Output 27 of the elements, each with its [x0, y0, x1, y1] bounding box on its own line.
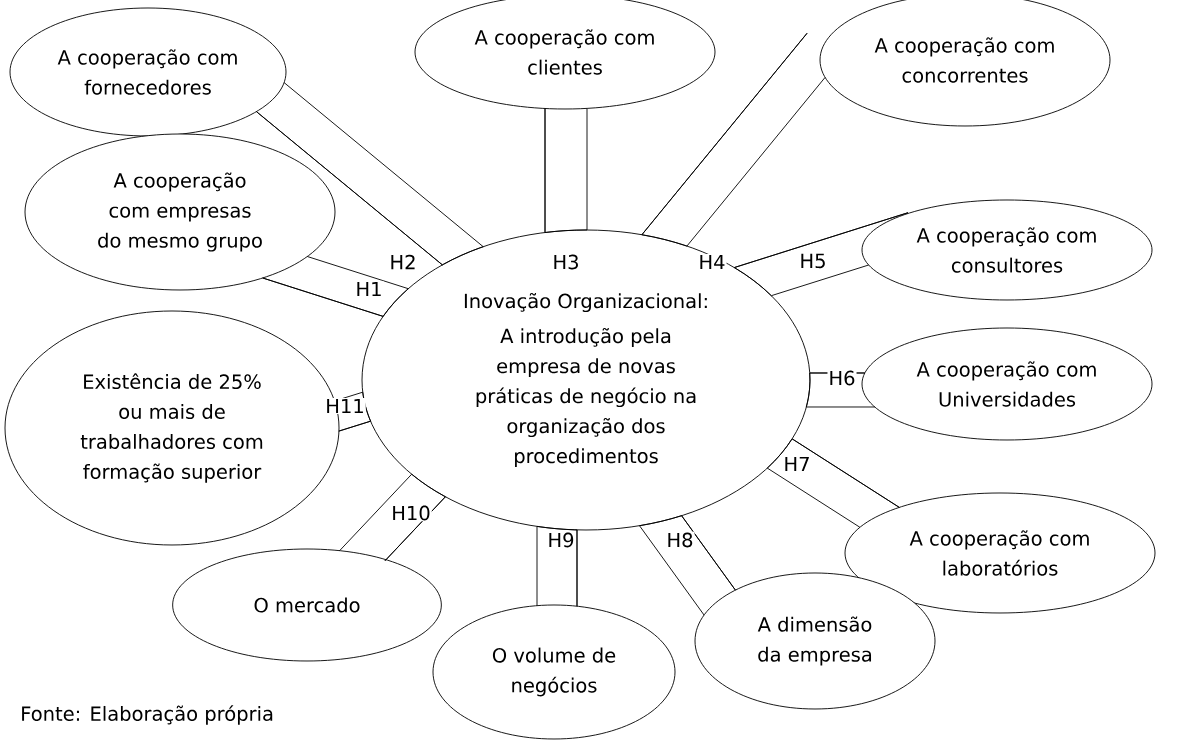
edge-label: H9 [546, 531, 576, 549]
edge-label: H1 [354, 280, 384, 298]
double-line [733, 212, 909, 297]
double-line [262, 256, 409, 317]
double-line [338, 473, 446, 562]
edge-label: H7 [782, 455, 812, 473]
edge-label: H6 [827, 369, 857, 387]
ellipse-node: A cooperação com empresas do mesmo grupo [24, 133, 336, 291]
ellipse-node: A cooperação com fornecedores [9, 7, 287, 137]
double-line [641, 32, 826, 247]
double-line [255, 82, 484, 266]
edge-label: H2 [388, 253, 418, 271]
double-line [544, 107, 588, 233]
caption: Fonte: Elaboração própria [22, 705, 273, 725]
edge-label: H10 [390, 504, 432, 522]
edge-label: H4 [697, 253, 727, 271]
ellipse-node: A cooperação com consultores [861, 199, 1153, 301]
edge-label: H11 [324, 397, 366, 415]
double-line [639, 515, 736, 616]
ellipse-node: A dimensão da empresa [694, 572, 936, 710]
edge-label: H8 [665, 531, 695, 549]
ellipse-node: A cooperação com Universidades [861, 327, 1153, 441]
double-line [766, 438, 900, 528]
ellipse-node: O volume de negócios [432, 604, 676, 740]
ellipse-node: A cooperação com laboratórios [844, 492, 1156, 614]
ellipse-node: O mercado [172, 548, 442, 662]
double-line [536, 525, 578, 607]
